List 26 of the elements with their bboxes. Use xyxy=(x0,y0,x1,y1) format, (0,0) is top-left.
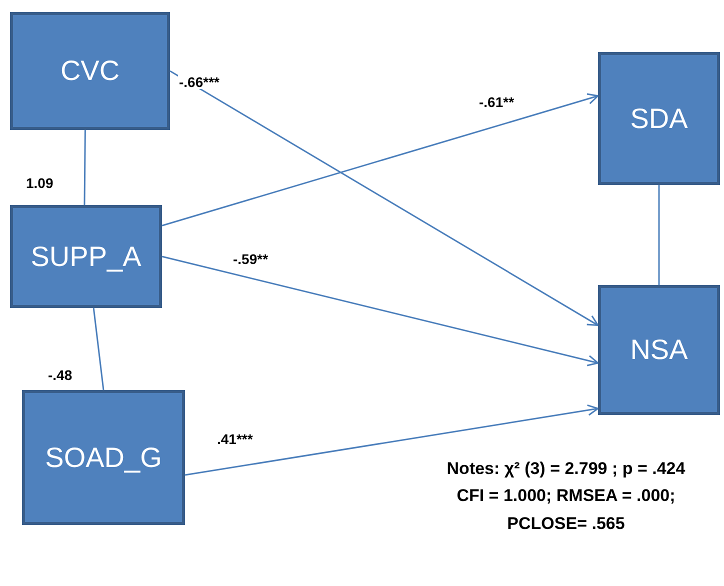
connector-line xyxy=(84,130,86,205)
coefficient-label: -.59** xyxy=(232,252,270,266)
coefficient-label: 1.09 xyxy=(25,176,54,190)
fit-note: PCLOSE= .565 xyxy=(507,512,625,534)
variable-box xyxy=(22,390,185,525)
variable-box xyxy=(598,52,720,185)
variable-name: SDA xyxy=(630,102,688,136)
variable-name: SOAD_G xyxy=(45,440,162,475)
arrow xyxy=(162,93,599,226)
fit-note: Notes: χ² (3) = 2.799 ; p = .424 xyxy=(446,458,686,480)
connector-line xyxy=(92,308,104,390)
connector-line xyxy=(658,185,660,285)
arrow xyxy=(184,404,599,476)
coefficient-label: -.61** xyxy=(478,95,516,109)
coefficient-label: -.48 xyxy=(47,368,74,382)
variable-box xyxy=(10,205,162,308)
variable-name: SUPP_A xyxy=(30,240,142,274)
variable-name: NSA xyxy=(630,333,688,367)
arrow xyxy=(162,256,599,366)
variable-box xyxy=(598,285,720,415)
fit-note: CFI = 1.000; RMSEA = .000; xyxy=(456,485,676,506)
variable-box xyxy=(10,12,170,130)
arrow xyxy=(170,70,599,326)
variable-name: CVC xyxy=(60,54,120,88)
coefficient-label: .41*** xyxy=(216,432,254,446)
coefficient-label: -.66*** xyxy=(178,75,220,89)
